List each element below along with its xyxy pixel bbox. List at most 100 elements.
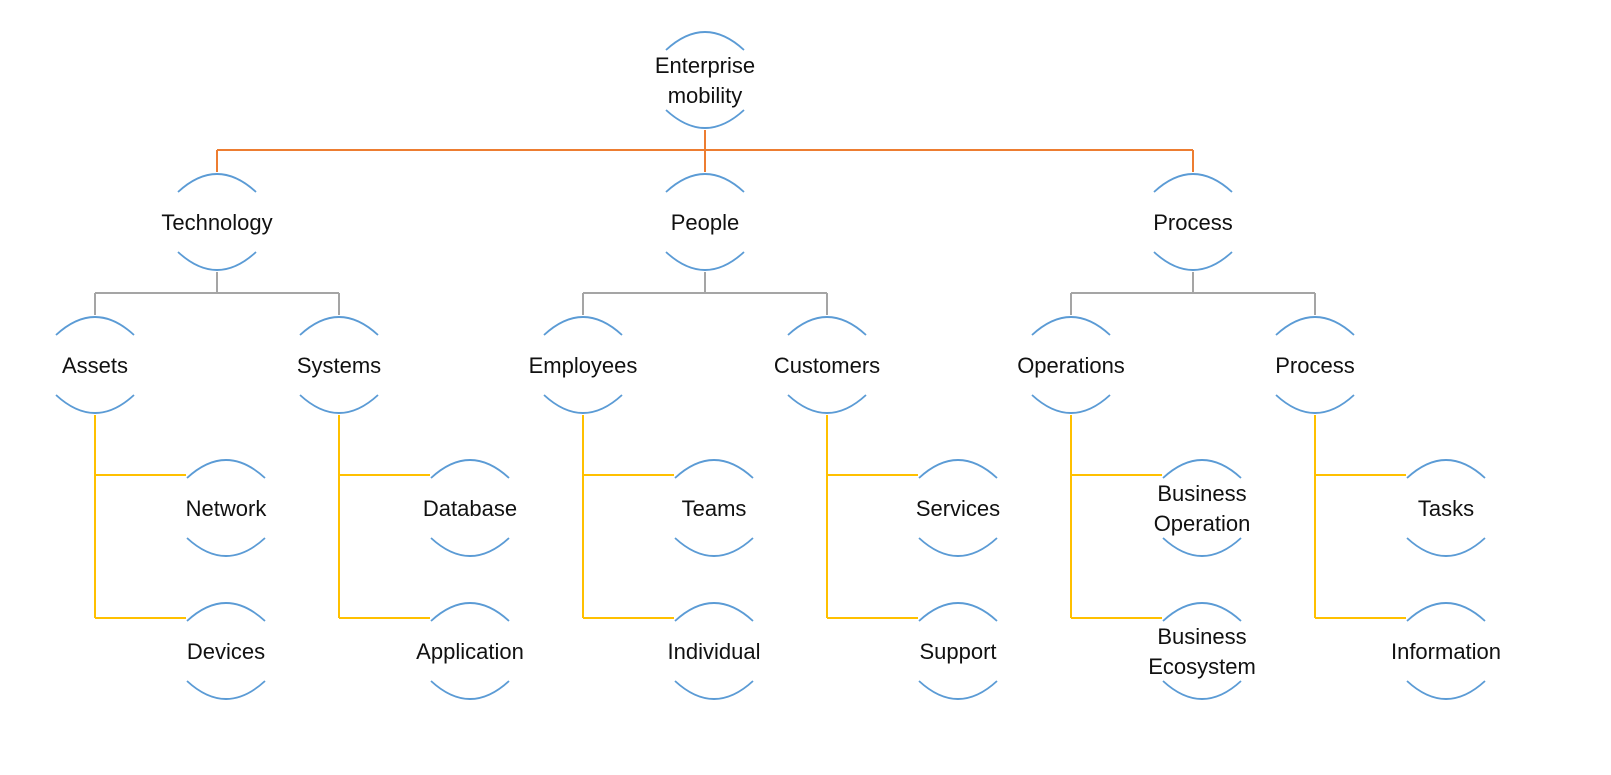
node-bottom-arc: [665, 109, 745, 129]
node-systems: Systems: [297, 316, 381, 414]
node-top-arc: [1406, 459, 1486, 479]
node-top-arc: [430, 602, 510, 622]
node-top-arc: [665, 31, 745, 51]
node-label: Services: [916, 496, 1000, 521]
node-top-arc: [1031, 316, 1111, 336]
node-network: Network: [186, 459, 268, 557]
node-top-arc: [787, 316, 867, 336]
node-bottom-arc: [543, 394, 623, 414]
node-label-line: Individual: [668, 639, 761, 664]
node-label: Enterprise mobility: [655, 53, 755, 108]
node-bottom-arc: [186, 680, 266, 700]
node-label: Process: [1153, 210, 1232, 235]
node-bottom-arc: [430, 537, 510, 557]
node-label: Employees: [529, 353, 638, 378]
node-employees: Employees: [529, 316, 638, 414]
node-bottom-arc: [1162, 680, 1242, 700]
node-top-arc: [177, 173, 257, 193]
node-label-line: Tasks: [1418, 496, 1474, 521]
node-label-line: Support: [919, 639, 996, 664]
node-bottom-arc: [1406, 537, 1486, 557]
node-top-arc: [299, 316, 379, 336]
node-label-line: Employees: [529, 353, 638, 378]
node-label: Devices: [187, 639, 265, 664]
node-bottom-arc: [674, 537, 754, 557]
node-label-line: Services: [916, 496, 1000, 521]
node-label: Technology: [161, 210, 272, 235]
node-enterprise-mobility: Enterprise mobility: [655, 31, 755, 129]
node-application: Application: [416, 602, 524, 700]
node-label: Tasks: [1418, 496, 1474, 521]
node-label: Network: [186, 496, 268, 521]
node-top-arc: [1153, 173, 1233, 193]
node-top-arc: [1406, 602, 1486, 622]
node-label-line: Technology: [161, 210, 272, 235]
node-label: Information: [1391, 639, 1501, 664]
node-database: Database: [423, 459, 517, 557]
node-label: Application: [416, 639, 524, 664]
node-top-arc: [1275, 316, 1355, 336]
node-process: Process: [1275, 316, 1355, 414]
node-label: Support: [919, 639, 996, 664]
node-label-line: Customers: [774, 353, 880, 378]
node-bottom-arc: [1275, 394, 1355, 414]
node-label: Process: [1275, 353, 1354, 378]
node-top-arc: [918, 602, 998, 622]
node-label-line: Teams: [682, 496, 747, 521]
node-bottom-arc: [1406, 680, 1486, 700]
node-devices: Devices: [186, 602, 266, 700]
node-assets: Assets: [55, 316, 135, 414]
node-bottom-arc: [1031, 394, 1111, 414]
node-label-line: Application: [416, 639, 524, 664]
node-bottom-arc: [1162, 537, 1242, 557]
node-top-arc: [918, 459, 998, 479]
node-label: Teams: [682, 496, 747, 521]
node-bottom-arc: [665, 251, 745, 271]
node-bottom-arc: [55, 394, 135, 414]
node-bottom-arc: [430, 680, 510, 700]
node-label: Individual: [668, 639, 761, 664]
node-bottom-arc: [177, 251, 257, 271]
node-services: Services: [916, 459, 1000, 557]
node-label-line: Business: [1157, 624, 1246, 649]
node-label: Systems: [297, 353, 381, 378]
node-operations: Operations: [1017, 316, 1125, 414]
node-label-line: mobility: [668, 83, 743, 108]
node-people: People: [665, 173, 745, 271]
node-technology: Technology: [161, 173, 273, 271]
node-information: Information: [1391, 602, 1501, 700]
node-teams: Teams: [674, 459, 754, 557]
node-tasks: Tasks: [1406, 459, 1486, 557]
connector-lines: [94, 130, 1406, 619]
node-individual: Individual: [668, 602, 761, 700]
node-bottom-arc: [1153, 251, 1233, 271]
node-top-arc: [1162, 459, 1242, 479]
node-process: Process: [1153, 173, 1233, 271]
node-bottom-arc: [918, 680, 998, 700]
node-label: Database: [423, 496, 517, 521]
node-support: Support: [918, 602, 998, 700]
node-bottom-arc: [299, 394, 379, 414]
node-label: Operations: [1017, 353, 1125, 378]
node-label-line: Operation: [1154, 511, 1251, 536]
node-label-line: Assets: [62, 353, 128, 378]
node-label-line: People: [671, 210, 740, 235]
node-label: Customers: [774, 353, 880, 378]
node-top-arc: [55, 316, 135, 336]
node-top-arc: [543, 316, 623, 336]
node-label-line: Enterprise: [655, 53, 755, 78]
node-label-line: Devices: [187, 639, 265, 664]
node-label-line: Network: [186, 496, 268, 521]
node-top-arc: [674, 602, 754, 622]
node-customers: Customers: [774, 316, 880, 414]
node-top-arc: [1162, 602, 1242, 622]
node-label-line: Database: [423, 496, 517, 521]
node-label-line: Systems: [297, 353, 381, 378]
node-label: Assets: [62, 353, 128, 378]
node-label: People: [671, 210, 740, 235]
node-label-line: Information: [1391, 639, 1501, 664]
